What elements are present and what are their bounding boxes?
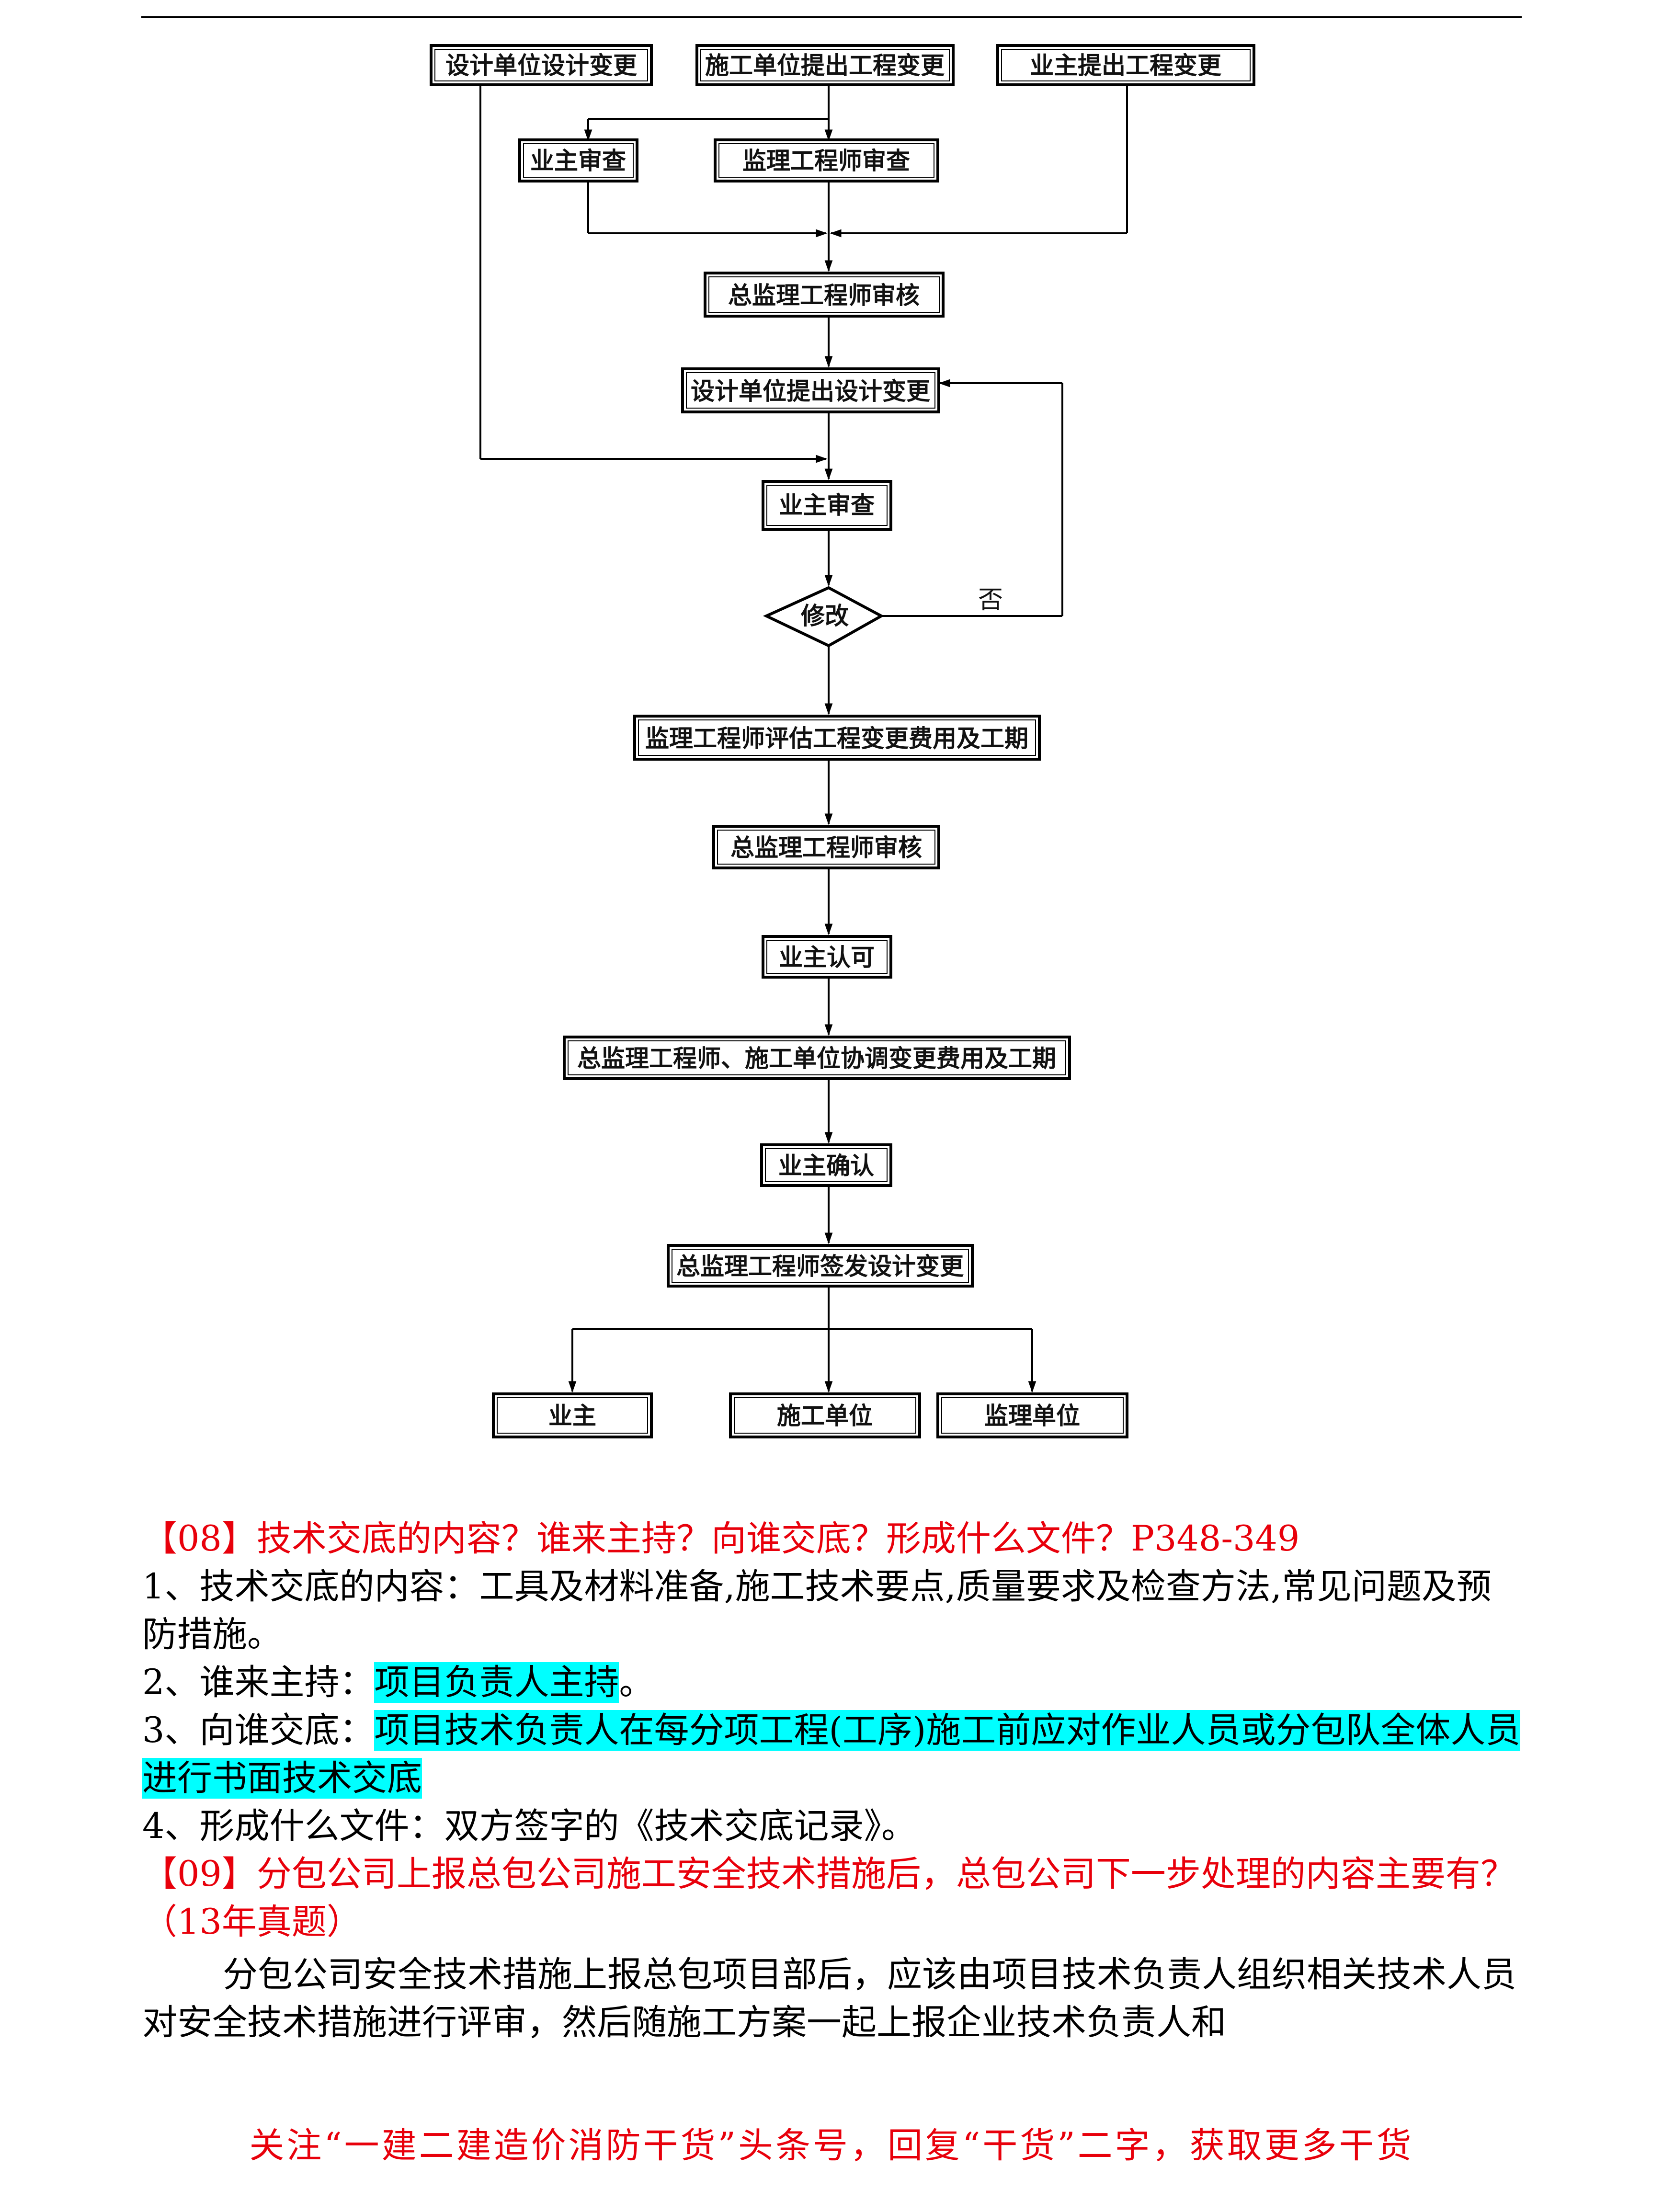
- node-supervisor-review: 监理工程师审查: [714, 138, 939, 182]
- node-owner-approve: 业主认可: [762, 935, 892, 979]
- svg-text:业主审查: 业主审查: [530, 147, 626, 175]
- svg-text:修改: 修改: [801, 602, 849, 630]
- answer-08-host: 2、谁来主持：项目负责人主持。: [142, 1659, 1523, 1707]
- svg-text:总监理工程师、施工单位协调变更费用及工期: 总监理工程师、施工单位协调变更费用及工期: [577, 1045, 1056, 1072]
- node-owner-change: 业主提出工程变更: [996, 44, 1255, 86]
- svg-text:监理工程师审查: 监理工程师审查: [742, 147, 910, 175]
- svg-text:施工单位提出工程变更: 施工单位提出工程变更: [705, 52, 945, 80]
- node-contractor-change: 施工单位提出工程变更: [695, 44, 955, 86]
- svg-text:业主: 业主: [548, 1402, 596, 1430]
- svg-text:总监理工程师签发设计变更: 总监理工程师签发设计变更: [676, 1253, 964, 1280]
- svg-text:监理单位: 监理单位: [984, 1402, 1080, 1430]
- answer-08-host-end: 。: [619, 1662, 654, 1703]
- node-owner-review-1: 业主审查: [518, 138, 638, 182]
- node-owner: 业主: [492, 1392, 653, 1438]
- question-09-title: 【09】分包公司上报总包公司施工安全技术措施后，总包公司下一步处理的内容主要有？…: [142, 1854, 1515, 1942]
- question-08-title: 【08】技术交底的内容？谁来主持？向谁交底？形成什么文件？P348-349: [142, 1518, 1300, 1559]
- node-contractor: 施工单位: [729, 1392, 921, 1438]
- answer-08-content: 1、技术交底的内容：工具及材料准备,施工技术要点,质量要求及检查方法,常见问题及…: [142, 1566, 1492, 1655]
- answer-08-audience: 3、向谁交底：项目技术负责人在每分项工程(工序)施工前应对作业人员或分包队全体人…: [142, 1707, 1523, 1802]
- footer-promo: 关注“一建二建造价消防干货”头条号，回复“干货”二字，获取更多干货: [249, 2125, 1414, 2166]
- flow-connectors: [479, 85, 1128, 1393]
- svg-text:施工单位: 施工单位: [777, 1402, 873, 1430]
- answer-08-host-label: 2、谁来主持：: [142, 1662, 375, 1703]
- design-change-flowchart: 设计单位设计变更 施工单位提出工程变更 业主提出工程变更 业主审查 监理工程师审…: [430, 44, 1255, 1438]
- no-branch-label: 否: [978, 586, 1003, 615]
- svg-text:设计单位设计变更: 设计单位设计变更: [445, 52, 638, 80]
- answer-09-paragraph: 分包公司安全技术措施上报总包项目部后，应该由项目技术负责人组织相关技术人员对安全…: [142, 1954, 1516, 2043]
- node-owner-confirm: 业主确认: [760, 1143, 892, 1187]
- svg-text:业主确认: 业主确认: [778, 1152, 874, 1180]
- node-design-unit-change: 设计单位设计变更: [430, 44, 653, 86]
- node-coordinate-cost-schedule: 总监理工程师、施工单位协调变更费用及工期: [563, 1036, 1071, 1080]
- node-evaluate-cost-schedule: 监理工程师评估工程变更费用及工期: [633, 715, 1041, 761]
- node-chief-supervisor-check-2: 总监理工程师审核: [712, 825, 940, 869]
- answer-08-host-highlight: 项目负责人主持: [374, 1662, 619, 1703]
- node-owner-review-2: 业主审查: [762, 480, 892, 531]
- svg-text:业主认可: 业主认可: [779, 944, 875, 971]
- node-modify-decision: 修改: [763, 586, 885, 648]
- answer-08-document: 4、形成什么文件：双方签字的《技术交底记录》。: [142, 1806, 916, 1847]
- node-supervision-unit: 监理单位: [936, 1392, 1128, 1438]
- svg-text:监理工程师评估工程变更费用及工期: 监理工程师评估工程变更费用及工期: [645, 725, 1028, 753]
- node-design-unit-propose: 设计单位提出设计变更: [681, 367, 940, 413]
- svg-text:总监理工程师审核: 总监理工程师审核: [730, 834, 922, 862]
- svg-text:业主审查: 业主审查: [779, 491, 875, 519]
- top-rule: [141, 16, 1522, 18]
- node-issue-design-change: 总监理工程师签发设计变更: [667, 1244, 974, 1288]
- svg-text:业主提出工程变更: 业主提出工程变更: [1030, 52, 1222, 80]
- svg-text:总监理工程师审核: 总监理工程师审核: [728, 282, 920, 309]
- answer-08-audience-label: 3、向谁交底：: [142, 1710, 375, 1751]
- svg-text:设计单位提出设计变更: 设计单位提出设计变更: [691, 377, 931, 405]
- node-chief-supervisor-check-1: 总监理工程师审核: [704, 272, 945, 318]
